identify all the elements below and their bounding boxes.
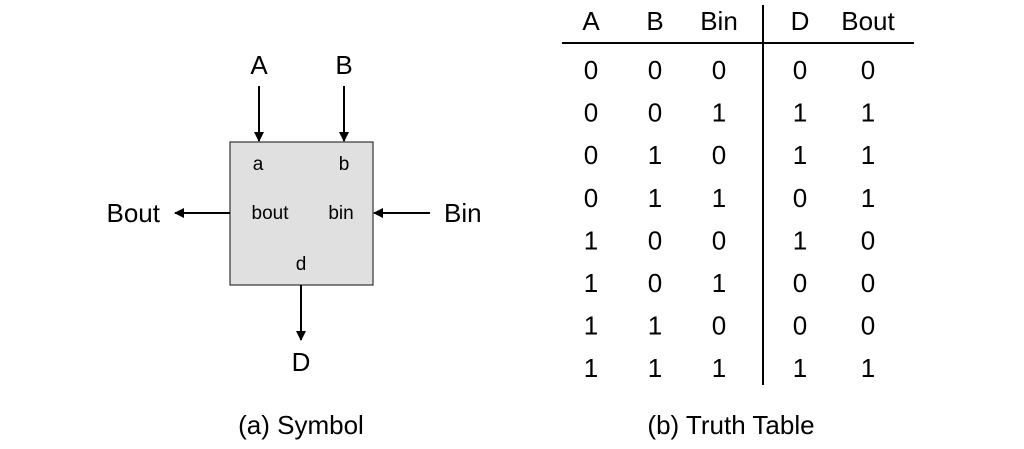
cell-r1-b: 0 xyxy=(648,98,662,128)
label-d: D xyxy=(292,347,311,377)
cell-r1-bout: 1 xyxy=(861,98,875,128)
header-bin: Bin xyxy=(700,6,738,36)
cell-r7-d: 1 xyxy=(793,353,807,383)
cell-r0-bin: 0 xyxy=(712,55,726,85)
cell-r5-bout: 0 xyxy=(861,268,875,298)
cell-r5-a: 1 xyxy=(584,268,598,298)
cell-r6-d: 0 xyxy=(793,311,807,341)
cell-r0-a: 0 xyxy=(584,55,598,85)
cell-r6-bin: 0 xyxy=(712,311,726,341)
cell-r2-bin: 0 xyxy=(712,140,726,170)
cell-r6-a: 1 xyxy=(584,311,598,341)
cell-r3-bout: 1 xyxy=(861,183,875,213)
cell-r6-b: 1 xyxy=(648,311,662,341)
cell-r3-a: 0 xyxy=(584,183,598,213)
cell-r5-b: 0 xyxy=(648,268,662,298)
truth-table-caption: (b) Truth Table xyxy=(647,410,814,440)
cell-r1-bin: 1 xyxy=(712,98,726,128)
port-b: b xyxy=(339,154,350,175)
label-bin: Bin xyxy=(444,198,482,228)
label-b: B xyxy=(335,50,352,80)
label-bout: Bout xyxy=(107,198,161,228)
header-d: D xyxy=(791,6,810,36)
cell-r2-bout: 1 xyxy=(861,140,875,170)
cell-r3-bin: 1 xyxy=(712,183,726,213)
subtractor-box xyxy=(229,141,374,286)
cell-r0-b: 0 xyxy=(648,55,662,85)
port-bin: bin xyxy=(328,203,353,224)
cell-r7-a: 1 xyxy=(584,353,598,383)
cell-r4-a: 1 xyxy=(584,225,598,255)
cell-r4-bin: 0 xyxy=(712,225,726,255)
cell-r3-d: 0 xyxy=(793,183,807,213)
cell-r0-d: 0 xyxy=(793,55,807,85)
header-b: B xyxy=(646,6,663,36)
port-a: a xyxy=(253,154,264,175)
cell-r2-d: 1 xyxy=(793,140,807,170)
cell-r2-a: 0 xyxy=(584,140,598,170)
cell-r0-bout: 0 xyxy=(861,55,875,85)
cell-r7-bin: 1 xyxy=(712,353,726,383)
cell-r2-b: 1 xyxy=(648,140,662,170)
cell-r1-a: 0 xyxy=(584,98,598,128)
label-a: A xyxy=(250,50,268,80)
cell-r5-bin: 1 xyxy=(712,268,726,298)
port-bout: bout xyxy=(252,203,290,224)
port-d: d xyxy=(296,254,307,275)
header-a: A xyxy=(582,6,600,36)
cell-r4-d: 1 xyxy=(793,225,807,255)
cell-r1-d: 1 xyxy=(793,98,807,128)
cell-r4-b: 0 xyxy=(648,225,662,255)
cell-r7-b: 1 xyxy=(648,353,662,383)
symbol-caption: (a) Symbol xyxy=(238,410,364,440)
cell-r3-b: 1 xyxy=(648,183,662,213)
subtractor-symbol: A B Bin Bout D a b bout bin d (a) Symbol xyxy=(107,50,482,440)
cell-r4-bout: 0 xyxy=(861,225,875,255)
truth-table: (b) Truth Table A B Bin D Bout 0 0 0 0 0 0 0 1 1 1 0 1 0 1… xyxy=(562,5,914,440)
cell-r5-d: 0 xyxy=(793,268,807,298)
header-bout: Bout xyxy=(841,6,895,36)
cell-r7-bout: 1 xyxy=(861,353,875,383)
cell-r6-bout: 0 xyxy=(861,311,875,341)
